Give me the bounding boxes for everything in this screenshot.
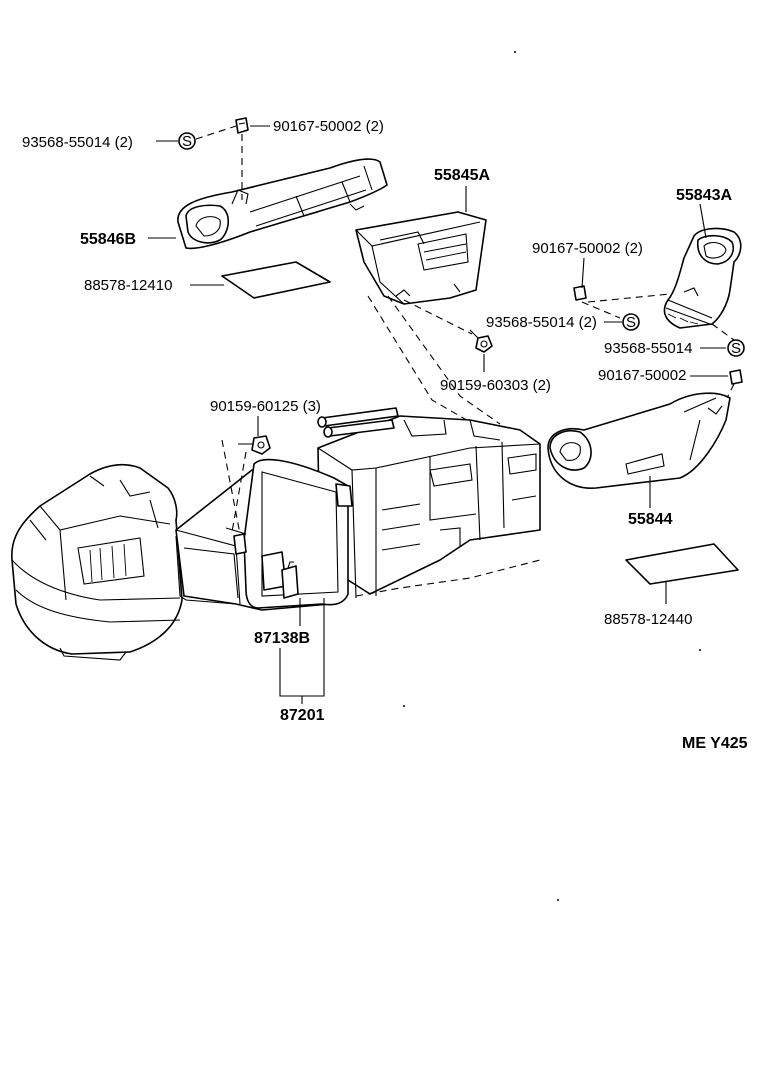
dash-line: [387, 295, 501, 425]
label-90159-60303: 90159-60303 (2): [440, 377, 551, 394]
label-55846B: 55846B: [80, 231, 136, 248]
label-90167-50002-c: 90167-50002: [598, 367, 686, 384]
clip-93568-55014-c-icon: [727, 339, 745, 357]
dash-line: [581, 301, 621, 319]
label-88578-12440: 88578-12440: [604, 611, 692, 628]
clip-mark: S: [626, 314, 636, 331]
screw-90159-60125: [238, 435, 271, 455]
dash-line: [587, 293, 671, 303]
label-93568-55014-c: 93568-55014: [604, 340, 692, 357]
clip-93568-55014-b-icon: [622, 313, 640, 331]
speck: [699, 649, 701, 651]
clip-mark: S: [731, 340, 741, 357]
blower-housing: [11, 463, 183, 661]
speck: [514, 51, 516, 53]
label-93568-55014-b: 93568-55014 (2): [486, 314, 597, 331]
speck: [403, 705, 405, 707]
label-90167-50002-a: 90167-50002 (2): [273, 118, 384, 135]
label-88578-12410: 88578-12410: [84, 277, 172, 294]
duct-55846B: [177, 158, 388, 250]
reference-code: ME Y425: [682, 735, 748, 752]
label-55843A: 55843A: [676, 187, 732, 204]
leader-lines: [148, 125, 728, 704]
duct-55844: [547, 392, 731, 489]
label-87201: 87201: [280, 707, 325, 724]
seal-88578-12440: [625, 543, 739, 585]
dash-line: [195, 125, 237, 140]
heater-unit: [317, 407, 541, 599]
label-93568-55014-a: 93568-55014 (2): [22, 134, 133, 151]
label-90167-50002-b: 90167-50002 (2): [532, 240, 643, 257]
clip-90167-50002-a: [235, 117, 249, 134]
box-87201: [175, 458, 353, 611]
speck: [557, 899, 559, 901]
label-87138B: 87138B: [254, 630, 310, 647]
label-55844: 55844: [628, 511, 673, 528]
clip-mark: S: [182, 133, 192, 150]
seal-88578-12410: [221, 261, 331, 299]
dash-line: [221, 439, 241, 535]
duct-55845A: [355, 211, 487, 305]
clip-93568-55014-a-icon: [178, 132, 196, 150]
label-55845A: 55845A: [434, 167, 490, 184]
label-90159-60125: 90159-60125 (3): [210, 398, 321, 415]
clip-90167-50002-b: [573, 285, 587, 301]
dash-line: [711, 323, 735, 341]
clip-90167-50002-c: [729, 369, 743, 385]
duct-55843A: [663, 227, 742, 329]
screw-90159-60303: [469, 329, 493, 353]
dash-line: [403, 299, 473, 335]
dash-line: [231, 451, 247, 533]
